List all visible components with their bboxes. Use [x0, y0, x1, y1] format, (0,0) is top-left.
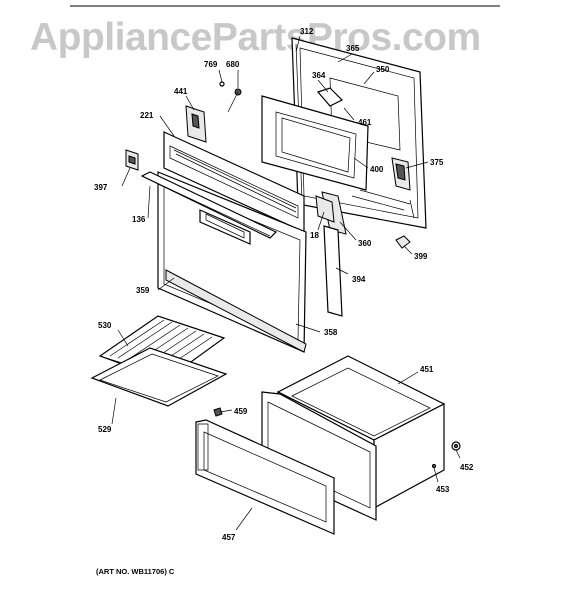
callout-350: 350 [376, 65, 390, 74]
screw-769 [219, 81, 225, 87]
callout-529: 529 [98, 425, 112, 434]
callout-459: 459 [234, 407, 248, 416]
callout-360: 360 [358, 239, 372, 248]
callout-400: 400 [370, 165, 384, 174]
callout-399: 399 [414, 252, 428, 261]
callout-397: 397 [94, 183, 108, 192]
door-bracket-441 [185, 105, 207, 143]
callout-18: 18 [310, 231, 319, 240]
callout-457: 457 [222, 533, 236, 542]
door-bumper-399 [395, 235, 411, 249]
door-lock-18 [315, 195, 335, 223]
door-handle-136 [140, 171, 278, 239]
callout-136: 136 [132, 215, 146, 224]
callout-labels: 312 365 769 680 364 350 441 221 461 375 … [94, 27, 474, 542]
drawer-screw-453 [431, 463, 437, 469]
callout-680: 680 [226, 60, 240, 69]
callout-364: 364 [312, 71, 326, 80]
callout-441: 441 [174, 87, 188, 96]
callout-452: 452 [460, 463, 474, 472]
drawer-glide-452 [451, 441, 461, 451]
door-clip-397 [125, 149, 139, 171]
watermark: AppliancePartsPros.com [30, 16, 481, 59]
callout-769: 769 [204, 60, 218, 69]
callout-221: 221 [140, 111, 154, 120]
door-bottom-trim-359 [165, 269, 307, 353]
drawer-clip-459 [213, 407, 223, 417]
callout-451: 451 [420, 365, 434, 374]
drawer-front-panel-457 [195, 419, 335, 535]
callout-461: 461 [358, 118, 372, 127]
door-hinge-rod-394 [323, 225, 343, 317]
callout-312: 312 [300, 27, 314, 36]
callout-359: 359 [136, 286, 150, 295]
callout-358: 358 [324, 328, 338, 337]
door-hinge-bracket-375 [391, 157, 411, 191]
broil-pan-529 [90, 347, 228, 407]
inner-door-window-frame [261, 87, 369, 191]
door-window-handle [199, 209, 251, 245]
callout-365: 365 [346, 44, 360, 53]
callout-375: 375 [430, 158, 444, 167]
art-number: (ART NO. WB11706) C [96, 567, 175, 576]
callout-394: 394 [352, 275, 366, 284]
callout-453: 453 [436, 485, 450, 494]
callout-530: 530 [98, 321, 112, 330]
leader-lines [111, 35, 461, 531]
